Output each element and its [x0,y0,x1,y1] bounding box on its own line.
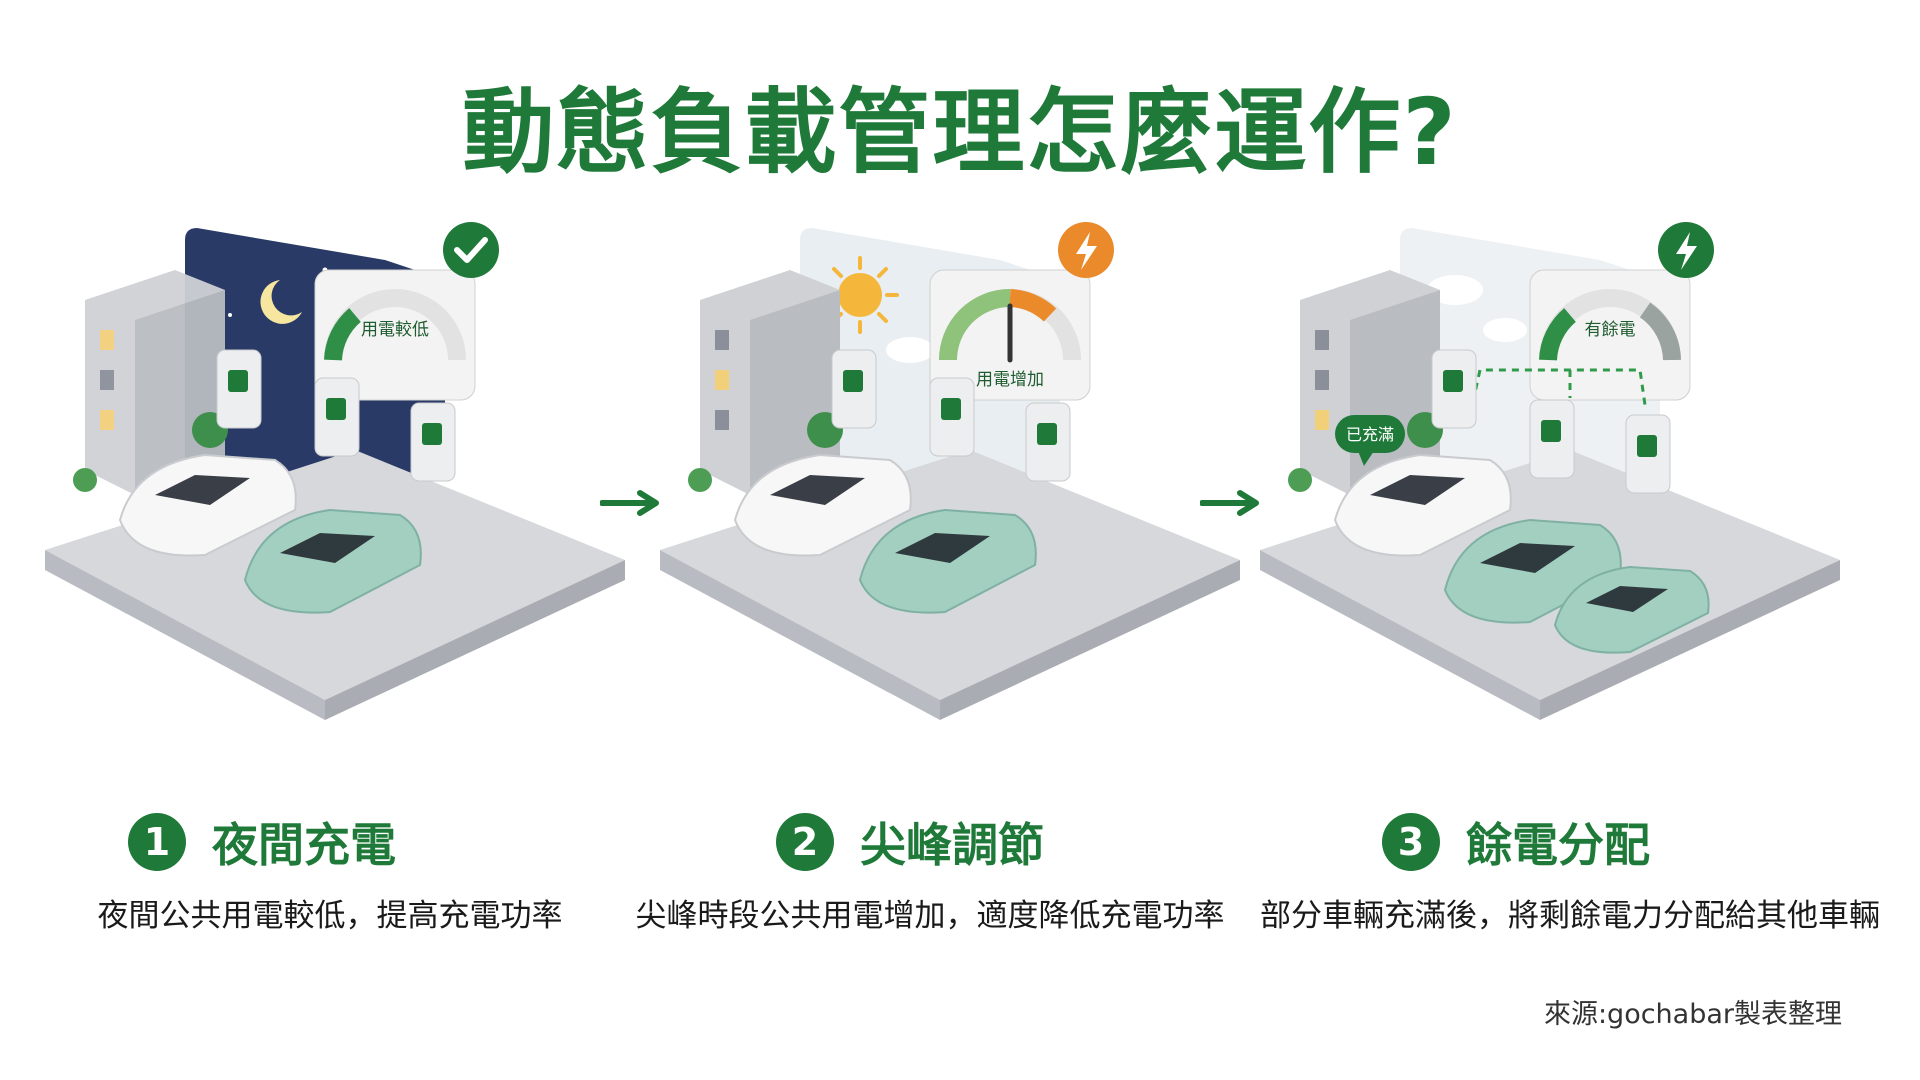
status-badge [443,222,499,278]
page-title: 動態負載管理怎麼運作? [462,79,1458,186]
fully-charged-label: 已充滿 [1346,425,1394,444]
step-2: 2 尖峰調節 [776,812,1044,872]
cloud-icon [1427,275,1527,342]
panel-surplus-distribution: 有餘電 已充滿 [1240,220,1860,800]
gauge-label: 有餘電 [1585,320,1636,340]
charging-station [216,349,262,429]
gauge-fill [939,289,1011,361]
panel-peak-adjustment: 用電增加 [640,220,1260,800]
step-number: 3 [1382,813,1440,871]
white-car [733,453,912,557]
star-icon [228,313,232,317]
peak-adjustment-illustration: 用電增加 [660,222,1240,720]
step-title: 餘電分配 [1466,818,1650,872]
step-3: 3 餘電分配 [1382,812,1650,872]
source-note: 來源:gochabar製表整理 [1543,999,1842,1030]
night-charging-illustration: 用電較低 [45,222,625,720]
right-arrow-icon [1200,490,1259,516]
teal-electric-car [858,508,1037,614]
step-description: 部分車輛充滿後，將剩餘電力分配給其他車輛 [1260,898,1880,934]
load-gauge-panel [314,269,476,401]
charging-station [1529,399,1575,479]
power-redistribution-arrows [1468,368,1647,416]
step-title: 夜間充電 [212,818,396,872]
step-number: 1 [128,813,186,871]
fully-charged-callout [1335,415,1405,466]
building [700,270,840,495]
charging-station [1025,402,1071,482]
step-title: 尖峰調節 [860,818,1044,872]
gauge-fill [324,308,362,361]
lightning-icon [1676,232,1697,270]
lightning-icon [1076,232,1097,270]
charging-station [831,349,877,429]
charging-station [1431,349,1477,429]
gauge-fill [1539,308,1577,361]
right-arrow-icon [600,490,659,516]
gauge-label: 用電增加 [976,370,1044,390]
step-description: 夜間公共用電較低，提高充電功率 [97,898,563,934]
white-car [1333,453,1512,557]
load-gauge-panel [929,269,1091,401]
load-gauge-panel [1529,269,1691,401]
charging-station [929,377,975,457]
charging-station [410,402,456,482]
gauge-label: 用電較低 [361,320,429,340]
white-car [118,453,297,557]
panel-night-charging: 用電較低 [25,220,645,800]
step-1: 1 夜間充電 [128,812,396,872]
step-number: 2 [776,813,834,871]
surplus-distribution-illustration: 有餘電 已充滿 [1260,222,1840,720]
teal-electric-car [1553,565,1710,654]
step-description: 尖峰時段公共用電增加，適度降低充電功率 [635,898,1225,934]
charging-station [314,377,360,457]
teal-electric-car [243,508,422,614]
cloud-icon [886,337,934,363]
crescent-moon-icon [260,280,302,324]
check-icon [454,237,488,263]
charging-station [1625,414,1671,494]
